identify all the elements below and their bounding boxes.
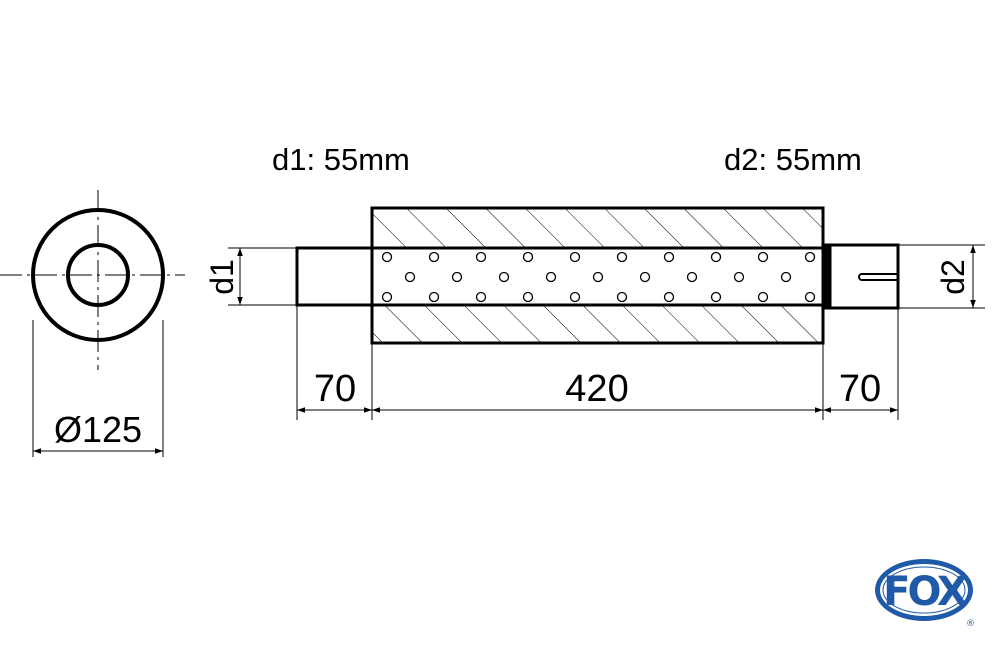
d1-dimension: d1: [204, 247, 297, 306]
perforation-hole: [381, 291, 393, 303]
svg-text:d2: d2: [935, 259, 971, 295]
perforation-hole: [428, 251, 440, 263]
logo-text: FOX: [883, 569, 968, 615]
perforation-hole: [592, 271, 604, 283]
diameter-label: Ø125: [54, 409, 142, 450]
perforation-hole: [686, 271, 698, 283]
perforation-hole: [381, 251, 393, 263]
end-view: Ø125: [0, 190, 185, 457]
perforation-holes: [381, 251, 816, 303]
perforation-hole: [616, 291, 628, 303]
perforation-hole: [710, 291, 722, 303]
perforation-hole: [569, 291, 581, 303]
perforation-hole: [780, 271, 792, 283]
right-pipe-length: 70: [839, 368, 881, 410]
perforation-hole: [757, 251, 769, 263]
d1-spec-label: d1: 55mm: [272, 142, 410, 177]
perforation-hole: [804, 291, 816, 303]
muffler-body: [297, 206, 825, 345]
perforation-hole: [804, 251, 816, 263]
svg-text:d1: d1: [204, 259, 240, 295]
perforation-hole: [710, 251, 722, 263]
length-dimensions: 70 420 70: [296, 305, 899, 420]
perforation-hole: [475, 251, 487, 263]
outlet-pipe: [824, 243, 900, 310]
perforation-hole: [616, 251, 628, 263]
outer-circle: [31, 208, 165, 342]
perforation-hole: [522, 251, 534, 263]
perforation-hole: [733, 271, 745, 283]
perforation-hole: [498, 271, 510, 283]
perforation-hole: [451, 271, 463, 283]
perforation-hole: [545, 271, 557, 283]
registered-mark: ®: [966, 619, 975, 629]
left-pipe-length: 70: [314, 368, 356, 410]
d2-spec-label: d2: 55mm: [724, 142, 862, 177]
perforation-hole: [475, 291, 487, 303]
perforation-hole: [663, 291, 675, 303]
perforation-hole: [663, 251, 675, 263]
perforation-hole: [757, 291, 769, 303]
perforation-hole: [522, 291, 534, 303]
fox-logo: FOX ®: [875, 559, 975, 629]
perforation-hole: [569, 251, 581, 263]
d2-dimension: d2: [898, 244, 985, 309]
perforation-hole: [639, 271, 651, 283]
inlet-pipe: [295, 246, 374, 307]
body-length: 420: [565, 368, 628, 410]
inner-circle: [66, 243, 130, 307]
perforation-hole: [404, 271, 416, 283]
perforation-hole: [428, 291, 440, 303]
